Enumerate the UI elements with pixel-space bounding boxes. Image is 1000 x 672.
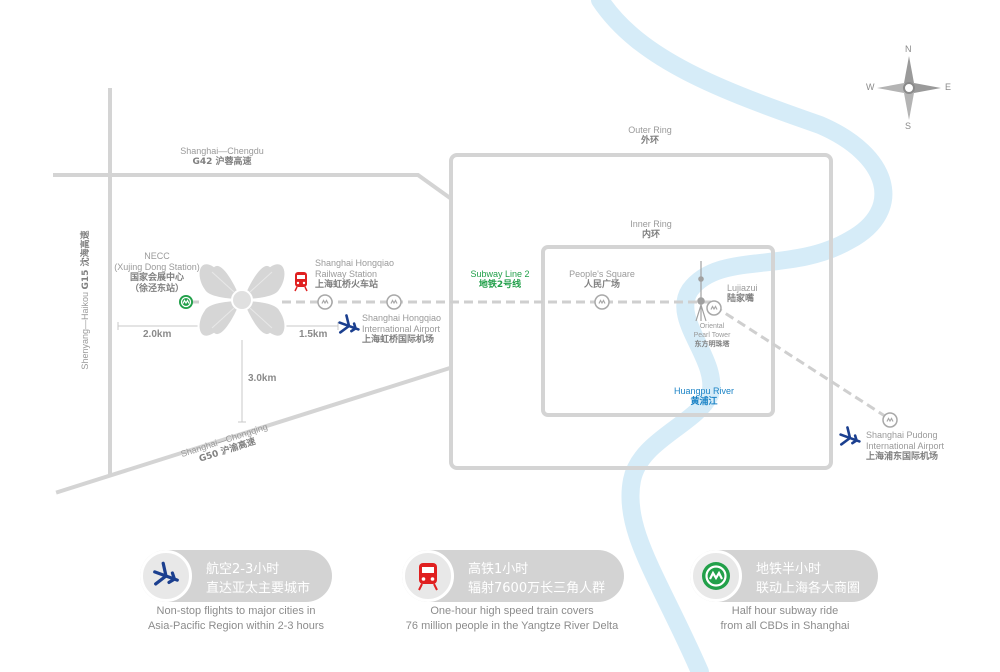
necc-label: NECC(Xujing Dong Station) 国家会展中心（徐泾东站） [114, 251, 200, 294]
card-title: 高铁1小时 [468, 562, 529, 577]
card-subtitle: 联动上海各大商圈 [756, 581, 861, 596]
feature-card-metro: 地铁半小时 联动上海各大商圈 [690, 550, 878, 602]
distance-south: 3.0km [248, 373, 277, 384]
g15-label: Shenyang—Haikou G15 沈海高速 [80, 230, 91, 370]
card-subtitle: 直达亚太主要城市 [206, 581, 311, 596]
distance-west: 2.0km [143, 329, 172, 340]
metro-icon [317, 294, 898, 428]
compass-north: N [905, 44, 912, 54]
card-title: 地铁半小时 [756, 562, 822, 577]
card-title: 航空2-3小时 [206, 562, 280, 577]
compass-icon [877, 56, 941, 120]
highway-g42 [53, 173, 453, 201]
compass-east: E [945, 82, 952, 92]
metro-icon [179, 295, 193, 309]
airplane-icon [338, 314, 360, 334]
airplane-icon [839, 426, 861, 446]
highways [53, 88, 453, 495]
convention-center-icon [197, 262, 287, 338]
inner-ring-road [541, 245, 775, 417]
feature-card-flights: 航空2-3小时 直达亚太主要城市 [140, 550, 332, 602]
tower-icon [695, 261, 707, 322]
outer-ring-road [449, 153, 833, 470]
feature-card-train: 高铁1小时 辐射7600万长三角人群 [402, 550, 624, 602]
airplane-icon [140, 550, 192, 602]
subway-line-2 [190, 300, 889, 420]
distance-east: 1.5km [299, 329, 328, 340]
huangpu-river [591, 0, 893, 672]
compass-south: S [905, 121, 912, 131]
highway-g50 [55, 365, 453, 495]
train-icon [402, 550, 454, 602]
metro-icon [690, 550, 742, 602]
card-subtitle: 辐射7600万长三角人群 [468, 581, 606, 596]
compass-west: W [866, 82, 875, 92]
train-icon [294, 272, 308, 292]
